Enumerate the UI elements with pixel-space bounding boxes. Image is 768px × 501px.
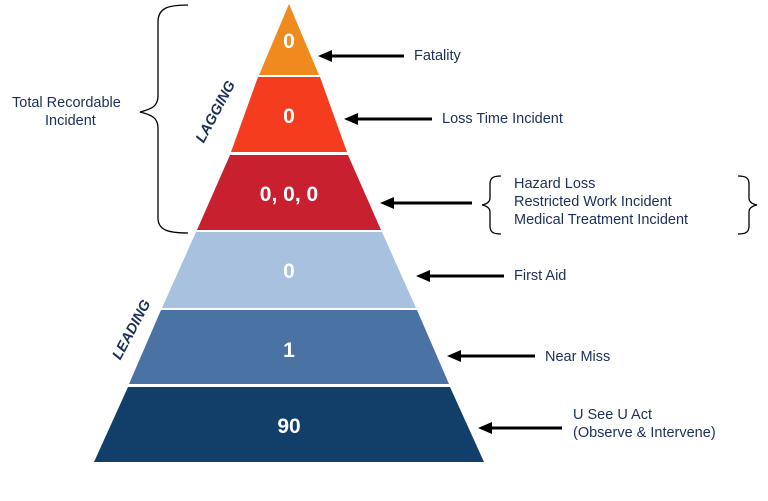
label-u-see-line1: U See U Act bbox=[573, 407, 652, 423]
label-u-see-line2: (Observe & Intervene) bbox=[573, 425, 716, 441]
label-hazard-loss: Hazard Loss bbox=[514, 176, 596, 192]
tier-first-aid-value: 0 bbox=[283, 260, 295, 283]
tier-loss-time bbox=[231, 77, 347, 152]
label-loss-time: Loss Time Incident bbox=[442, 111, 563, 127]
tier-loss-time-value: 0 bbox=[283, 105, 295, 128]
tier-recordable-value: 0, 0, 0 bbox=[260, 183, 318, 206]
arrow-loss-time-head bbox=[344, 113, 358, 125]
total-recordable-brace bbox=[139, 4, 189, 234]
label-medical-treatment: Medical Treatment Incident bbox=[514, 212, 689, 228]
tier-fatality-value: 0 bbox=[283, 30, 295, 53]
tier-fatality bbox=[259, 4, 319, 75]
tier-u-see-u-act bbox=[94, 387, 484, 462]
label-restricted-work: Restricted Work Incident bbox=[514, 194, 672, 210]
recordable-left-brace bbox=[481, 175, 502, 235]
label-first-aid: First Aid bbox=[514, 268, 567, 284]
arrow-u-see-head bbox=[478, 422, 492, 434]
tier-recordable bbox=[197, 155, 381, 230]
total-recordable-line1: Total Recordable bbox=[12, 95, 121, 111]
arrow-near-miss-head bbox=[447, 350, 461, 362]
recordable-right-brace bbox=[737, 175, 758, 235]
label-fatality: Fatality bbox=[414, 48, 461, 64]
total-recordable-line2: Incident bbox=[45, 113, 96, 129]
arrows bbox=[318, 50, 562, 434]
arrow-fatality-head bbox=[318, 50, 332, 62]
label-near-miss: Near Miss bbox=[545, 349, 611, 365]
tier-near-miss bbox=[129, 310, 449, 384]
tier-u-see-value: 90 bbox=[277, 415, 300, 438]
arrow-recordable-head bbox=[380, 197, 394, 209]
tier-first-aid bbox=[162, 232, 416, 308]
arrow-first-aid-head bbox=[416, 270, 430, 282]
tier-near-miss-value: 1 bbox=[283, 339, 295, 362]
